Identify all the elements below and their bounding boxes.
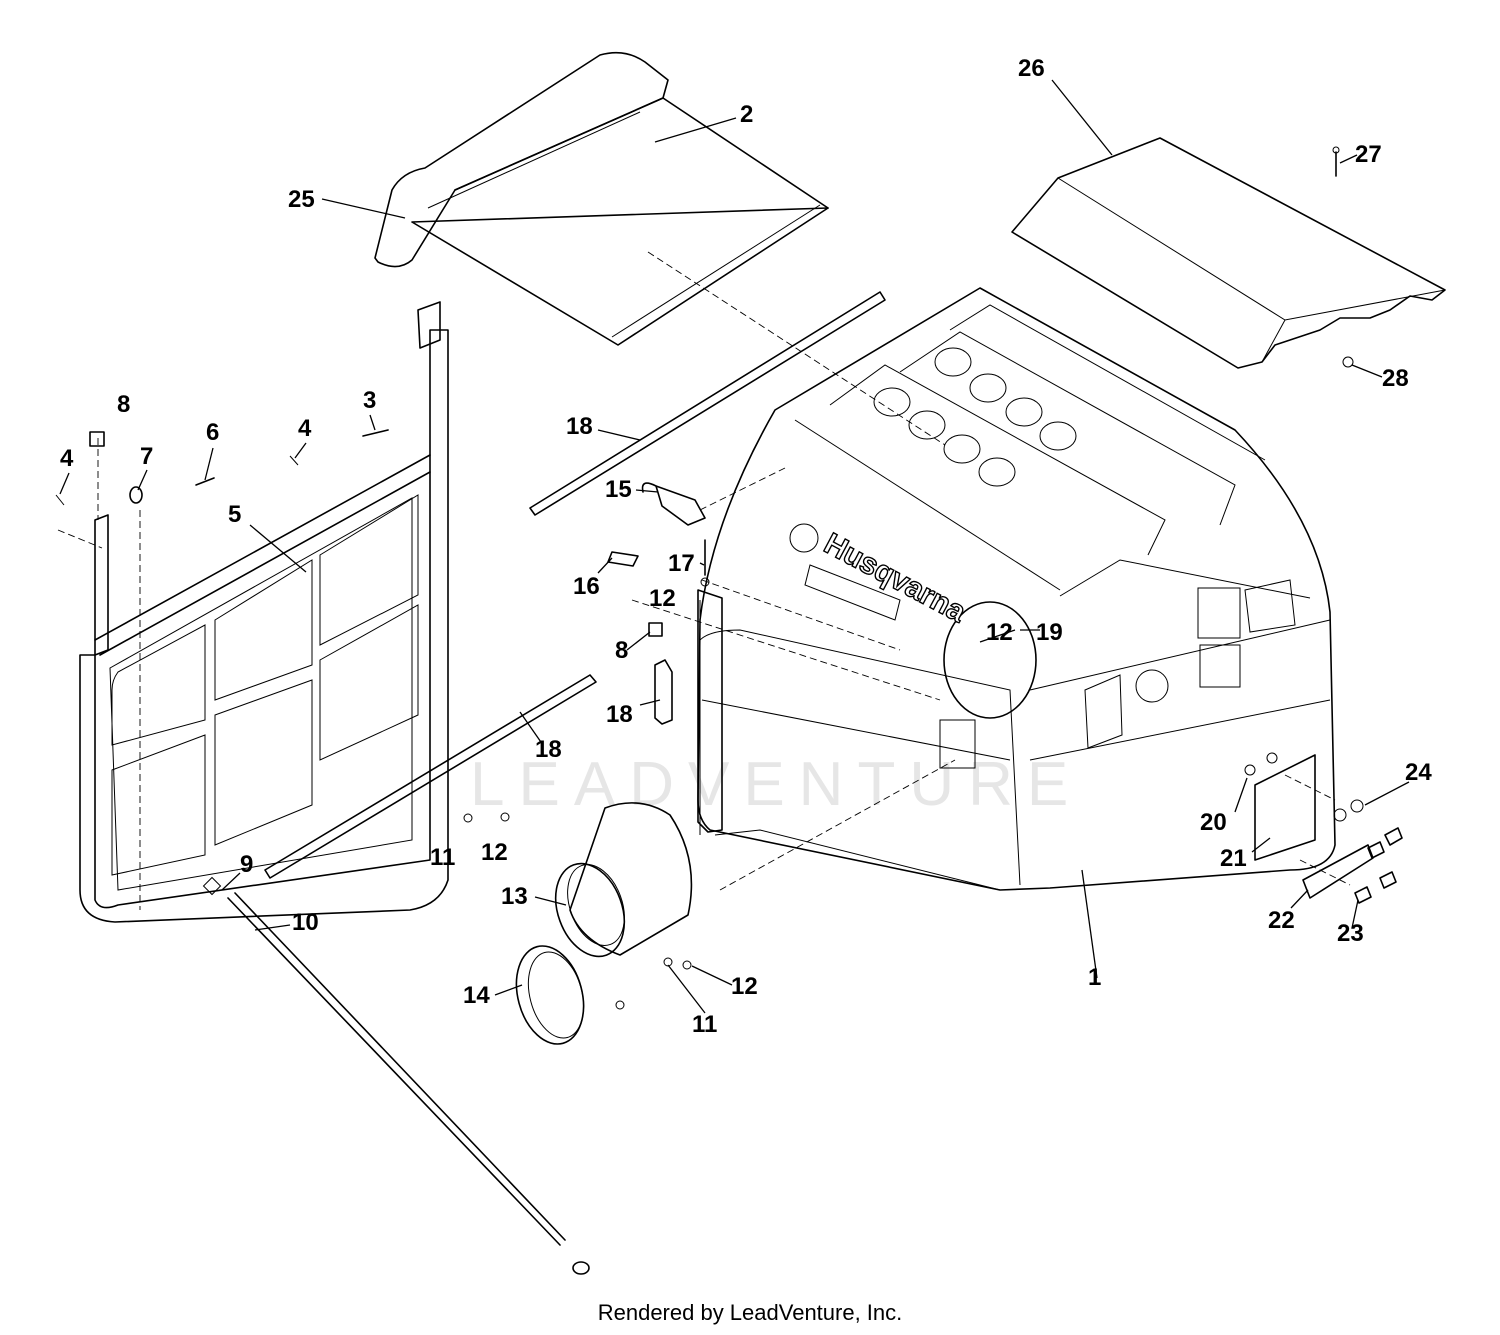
trim-strips xyxy=(264,291,886,879)
callout-label: 23 xyxy=(1337,920,1364,947)
husqvarna-logo: Husqvarna xyxy=(789,523,1169,703)
callout-label: 18 xyxy=(566,413,593,440)
callout-label: 14 xyxy=(463,982,490,1009)
callout-label: 19 xyxy=(1036,619,1063,646)
rear-cover xyxy=(1011,137,1446,369)
screen-panels xyxy=(111,494,419,876)
callout-label: 2 xyxy=(740,101,753,128)
callout-label: 8 xyxy=(615,637,628,664)
callout-label: 4 xyxy=(298,415,312,442)
callout-label: 24 xyxy=(1405,759,1432,786)
callout-label: 4 xyxy=(60,445,74,472)
prop-rod xyxy=(202,876,590,1275)
footer-credit: Rendered by LeadVenture, Inc. xyxy=(597,1300,903,1325)
callout-label: 16 xyxy=(573,573,600,600)
callout-label: 8 xyxy=(117,391,130,418)
vent-holes xyxy=(873,347,1077,487)
callout-label: 5 xyxy=(228,501,241,528)
callout-label: 3 xyxy=(363,387,376,414)
callout-label: 21 xyxy=(1220,845,1247,872)
callout-label: 7 xyxy=(140,443,153,470)
callout-label: 25 xyxy=(288,186,315,213)
top-panel xyxy=(374,51,829,346)
callout-label: 6 xyxy=(206,419,219,446)
hardware xyxy=(55,429,1403,1010)
callout-label: 10 xyxy=(292,909,319,936)
callout-label: 12 xyxy=(481,839,508,866)
callout-label: 18 xyxy=(606,701,633,728)
callout-label: 27 xyxy=(1355,141,1382,168)
callout-label: 1 xyxy=(1088,964,1101,991)
brand-label: Husqvarna xyxy=(819,527,972,629)
watermark: LEADVENTURE xyxy=(470,750,1082,819)
screen-frame xyxy=(79,301,449,923)
callout-label: 22 xyxy=(1268,907,1295,934)
callout-label: 11 xyxy=(692,1011,717,1038)
leader-lines xyxy=(59,79,1410,1014)
callout-label: 12 xyxy=(986,619,1013,646)
callout-label: 18 xyxy=(535,736,562,763)
callout-label: 26 xyxy=(1018,55,1045,82)
callout-label: 9 xyxy=(240,851,253,878)
callout-label: 11 xyxy=(430,844,455,871)
callout-label: 17 xyxy=(668,550,695,577)
duct-adapter xyxy=(554,802,693,958)
callout-labels: 1 2 3 4 4 5 6 7 8 8 9 10 11 11 12 12 12 … xyxy=(60,55,1432,1038)
hose-clamp xyxy=(515,945,585,1045)
callout-label: 13 xyxy=(501,883,528,910)
callout-label: 20 xyxy=(1200,809,1227,836)
callout-label: 15 xyxy=(605,476,632,503)
assembly-lines xyxy=(57,251,1351,910)
callout-label: 28 xyxy=(1382,365,1409,392)
callout-label: 12 xyxy=(649,585,676,612)
callout-label: 12 xyxy=(731,973,758,1000)
